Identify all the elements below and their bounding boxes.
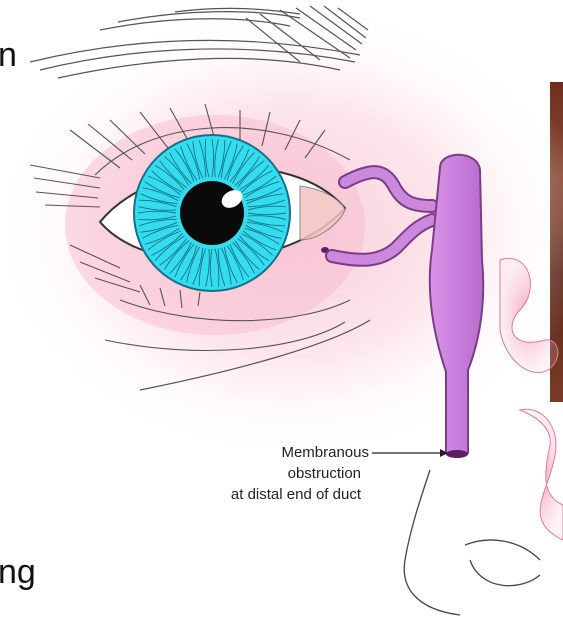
label-distal-end: at distal end of duct bbox=[211, 484, 361, 505]
nose-outline bbox=[404, 470, 540, 615]
obstruction-site bbox=[446, 450, 468, 458]
label-obstruction: obstruction bbox=[241, 463, 361, 484]
label-membranous: Membranous bbox=[241, 442, 369, 463]
nasal-turbinate-lower bbox=[520, 409, 563, 540]
